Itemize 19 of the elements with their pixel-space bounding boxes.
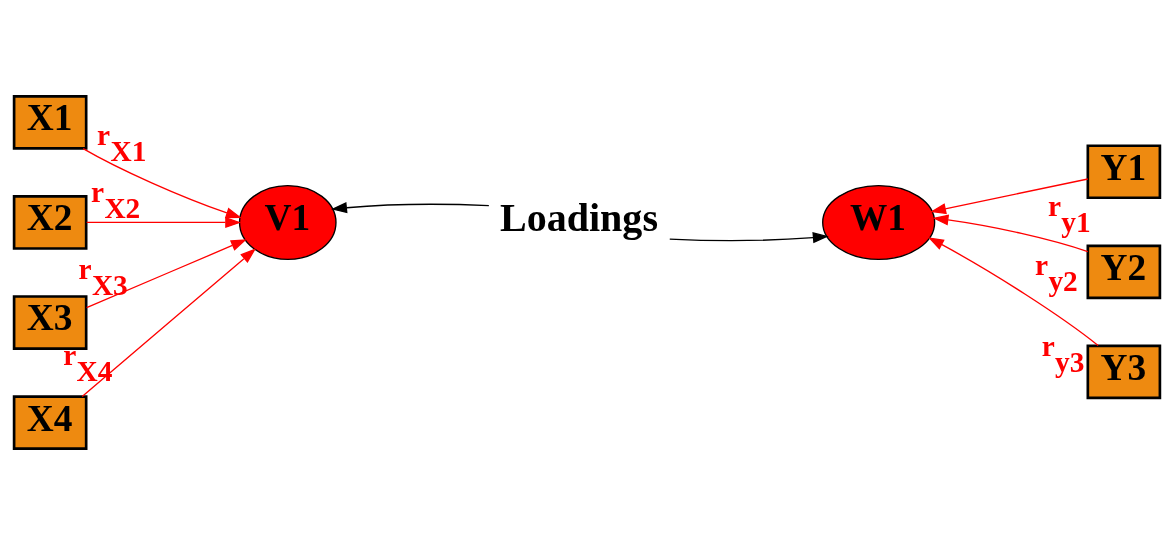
node-text: Loadings	[500, 194, 658, 240]
node-ellipse: W1	[822, 184, 936, 260]
node-box: Y3	[1086, 344, 1162, 399]
arrow	[669, 231, 829, 243]
node-box: X1	[12, 94, 88, 150]
node-box: X3	[12, 294, 88, 350]
arrow	[82, 147, 242, 218]
node-box: Y1	[1086, 143, 1162, 199]
arrow	[927, 236, 1099, 346]
node-ellipse: V1	[238, 184, 337, 260]
arrow	[930, 177, 1089, 214]
node-box: Y2	[1086, 243, 1162, 299]
arrow	[331, 201, 490, 213]
arrow	[86, 238, 247, 308]
arrow	[86, 216, 242, 228]
node-box: X4	[12, 394, 88, 450]
arrow	[932, 213, 1089, 252]
node-box: X2	[12, 194, 88, 250]
arrow	[81, 247, 257, 397]
